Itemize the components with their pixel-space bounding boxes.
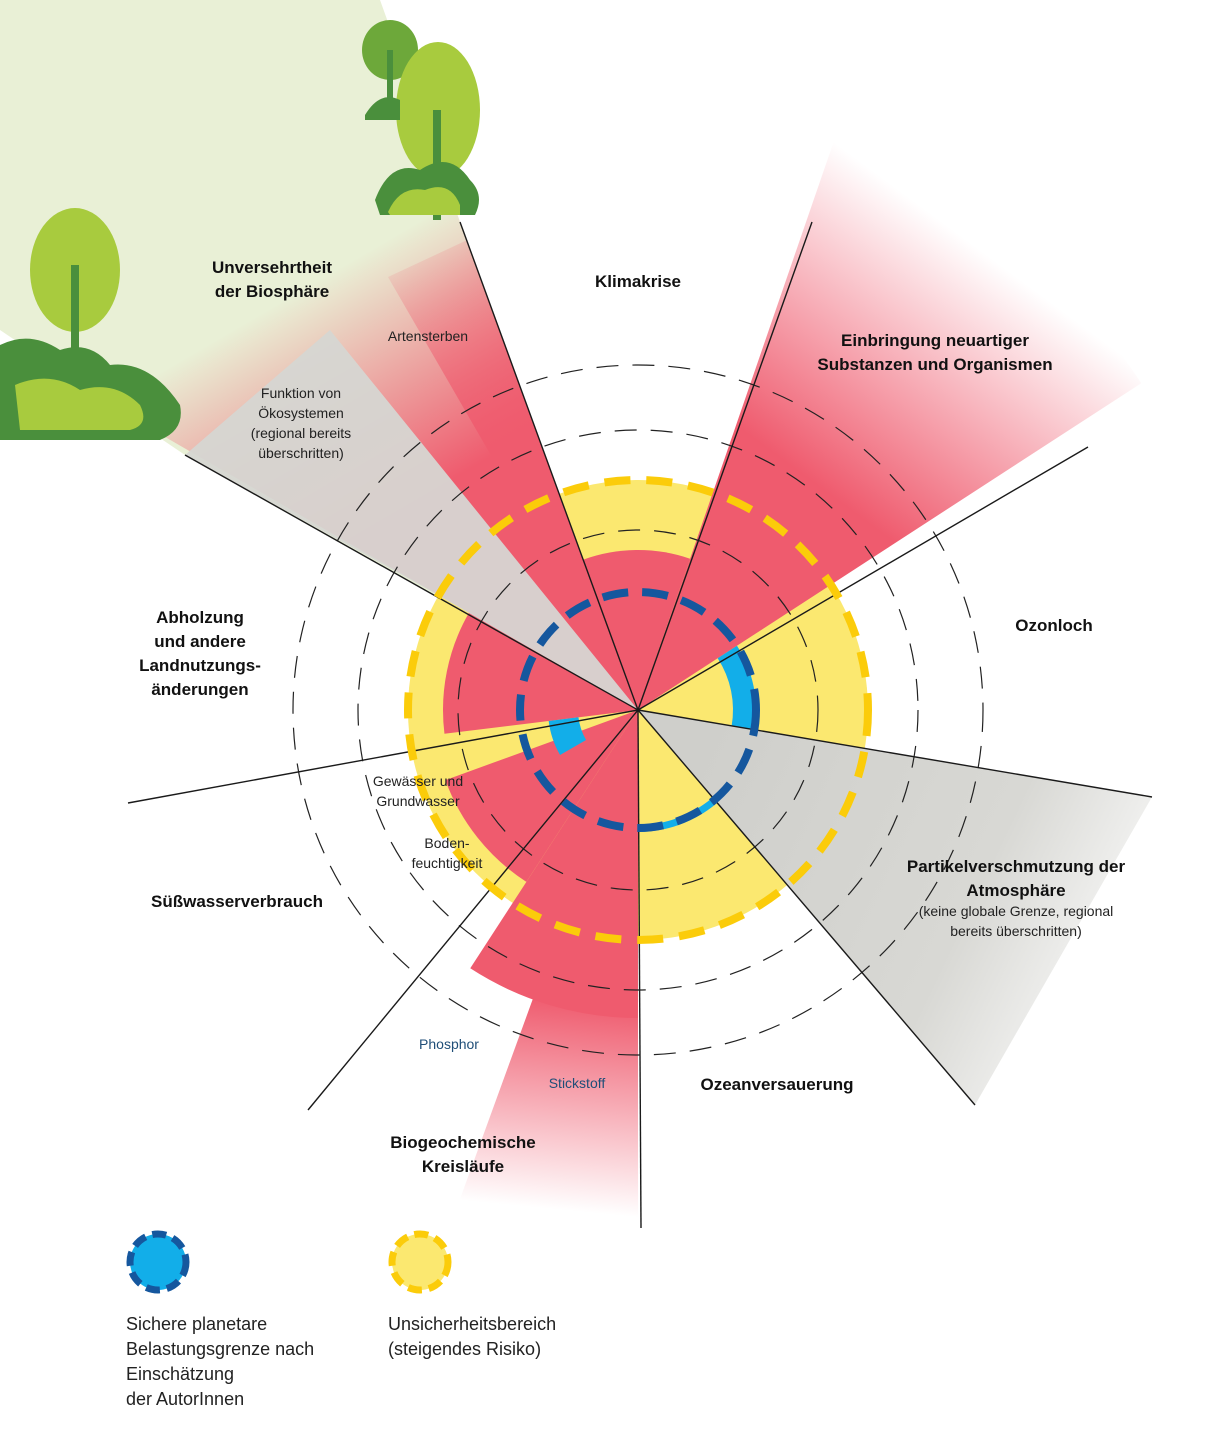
boundary-line-4 xyxy=(637,709,1153,798)
boundary-line-8 xyxy=(127,709,639,804)
category-climate-label: Klimakrise xyxy=(595,272,681,291)
sub-water-label: Gewässer und Grundwasser xyxy=(373,773,463,809)
reference-ring-1 xyxy=(457,529,819,891)
legend-uncertain-line-2: (steigendes Risiko) xyxy=(388,1339,541,1359)
biogeo-line-1: Biogeochemische xyxy=(390,1133,536,1152)
legend-safe-line-1: Sichere planetare xyxy=(126,1314,267,1334)
function-line-2: Ökosystemen xyxy=(258,404,344,421)
land-use-sector xyxy=(443,612,638,734)
reference-ring-3 xyxy=(292,364,984,1056)
soil-moisture-sector xyxy=(445,710,638,882)
boundary-line-3 xyxy=(637,446,1089,711)
aerosol-line-1: Partikelverschmutzung der xyxy=(907,857,1126,876)
sub-phosphor-label: Phosphor xyxy=(419,1036,479,1052)
aerosol-line-2: Atmosphäre xyxy=(966,881,1065,900)
function-line-4: überschritten) xyxy=(258,445,344,461)
legend-safe-line-4: der AutorInnen xyxy=(126,1389,244,1409)
boundary-line-1 xyxy=(459,221,639,711)
aerosol-note-1: (keine globale Grenze, regional xyxy=(919,903,1114,919)
category-ocean-label: Ozeanversauerung xyxy=(700,1075,853,1094)
boundary-line-5 xyxy=(637,709,976,1106)
category-ozone-label: Ozonloch xyxy=(1015,616,1092,635)
water-line-1: Gewässer und xyxy=(373,773,463,789)
reference-ring-2 xyxy=(357,429,919,991)
legend-uncertain-text: Unsicherheitsbereich (steigendes Risiko) xyxy=(388,1314,556,1359)
boundary-line-9 xyxy=(184,454,639,711)
land-line-3: Landnutzungs- xyxy=(139,656,261,675)
boundary-line-2 xyxy=(637,221,813,711)
tree-illustration-left xyxy=(0,208,181,440)
novel-entities-sector xyxy=(638,142,1142,711)
legend-uncertain-line-1: Unsicherheitsbereich xyxy=(388,1314,556,1334)
tree-illustration-top xyxy=(362,20,480,220)
legend-uncertain-swatch xyxy=(388,1230,452,1294)
category-novel-label: Einbringung neuartiger Substanzen und Or… xyxy=(817,331,1052,374)
legend-safe-line-2: Belastungsgrenze nach xyxy=(126,1339,314,1359)
novel-line-2: Substanzen und Organismen xyxy=(817,355,1052,374)
soil-line-2: feuchtigkeit xyxy=(412,855,483,871)
category-aerosol-label: Partikelverschmutzung der Atmosphäre (ke… xyxy=(907,857,1126,939)
land-line-4: änderungen xyxy=(151,680,248,699)
biosphere-line-2: der Biosphäre xyxy=(215,282,329,301)
reference-rings xyxy=(292,364,984,1056)
sub-species-label: Artensterben xyxy=(388,328,468,344)
safe-boundary-ring xyxy=(516,588,760,832)
climate-sector xyxy=(583,550,691,710)
boundary-line-6 xyxy=(637,709,642,1229)
category-biogeo-label: Biogeochemische Kreisläufe xyxy=(390,1133,536,1176)
sub-function-label: Funktion von Ökosystemen (regional berei… xyxy=(251,385,351,461)
land-line-2: und andere xyxy=(154,632,246,651)
category-biosphere-label: Unversehrtheit der Biosphäre xyxy=(212,258,332,301)
ecosystem-function-sector xyxy=(185,330,638,710)
legend-safe-swatch xyxy=(126,1230,190,1294)
sub-nitrogen-label: Stickstoff xyxy=(549,1075,606,1091)
water-sector xyxy=(548,717,587,755)
sub-soil-label: Boden- feuchtigkeit xyxy=(412,835,483,871)
novel-line-1: Einbringung neuartiger xyxy=(841,331,1029,350)
legend-safe-line-3: Einschätzung xyxy=(126,1364,234,1384)
aerosol-note-2: bereits überschritten) xyxy=(950,923,1082,939)
category-freshwater-label: Süßwasserverbrauch xyxy=(151,892,323,911)
water-line-2: Grundwasser xyxy=(376,793,460,809)
biogeo-line-2: Kreisläufe xyxy=(422,1157,504,1176)
uncertainty-outer-ring xyxy=(404,476,872,944)
land-line-1: Abholzung xyxy=(156,608,244,627)
soil-line-1: Boden- xyxy=(424,835,469,851)
sector-boundary-lines xyxy=(127,221,1153,1229)
biosphere-line-1: Unversehrtheit xyxy=(212,258,332,277)
nitrogen-sector xyxy=(460,710,638,1230)
legend-safe-text: Sichere planetare Belastungsgrenze nach … xyxy=(126,1314,314,1409)
function-line-3: (regional bereits xyxy=(251,425,351,441)
function-line-1: Funktion von xyxy=(261,385,341,401)
aerosol-sector xyxy=(638,710,1152,1105)
boundary-line-7 xyxy=(307,709,639,1111)
category-land-label: Abholzung und andere Landnutzungs- änder… xyxy=(139,608,261,699)
